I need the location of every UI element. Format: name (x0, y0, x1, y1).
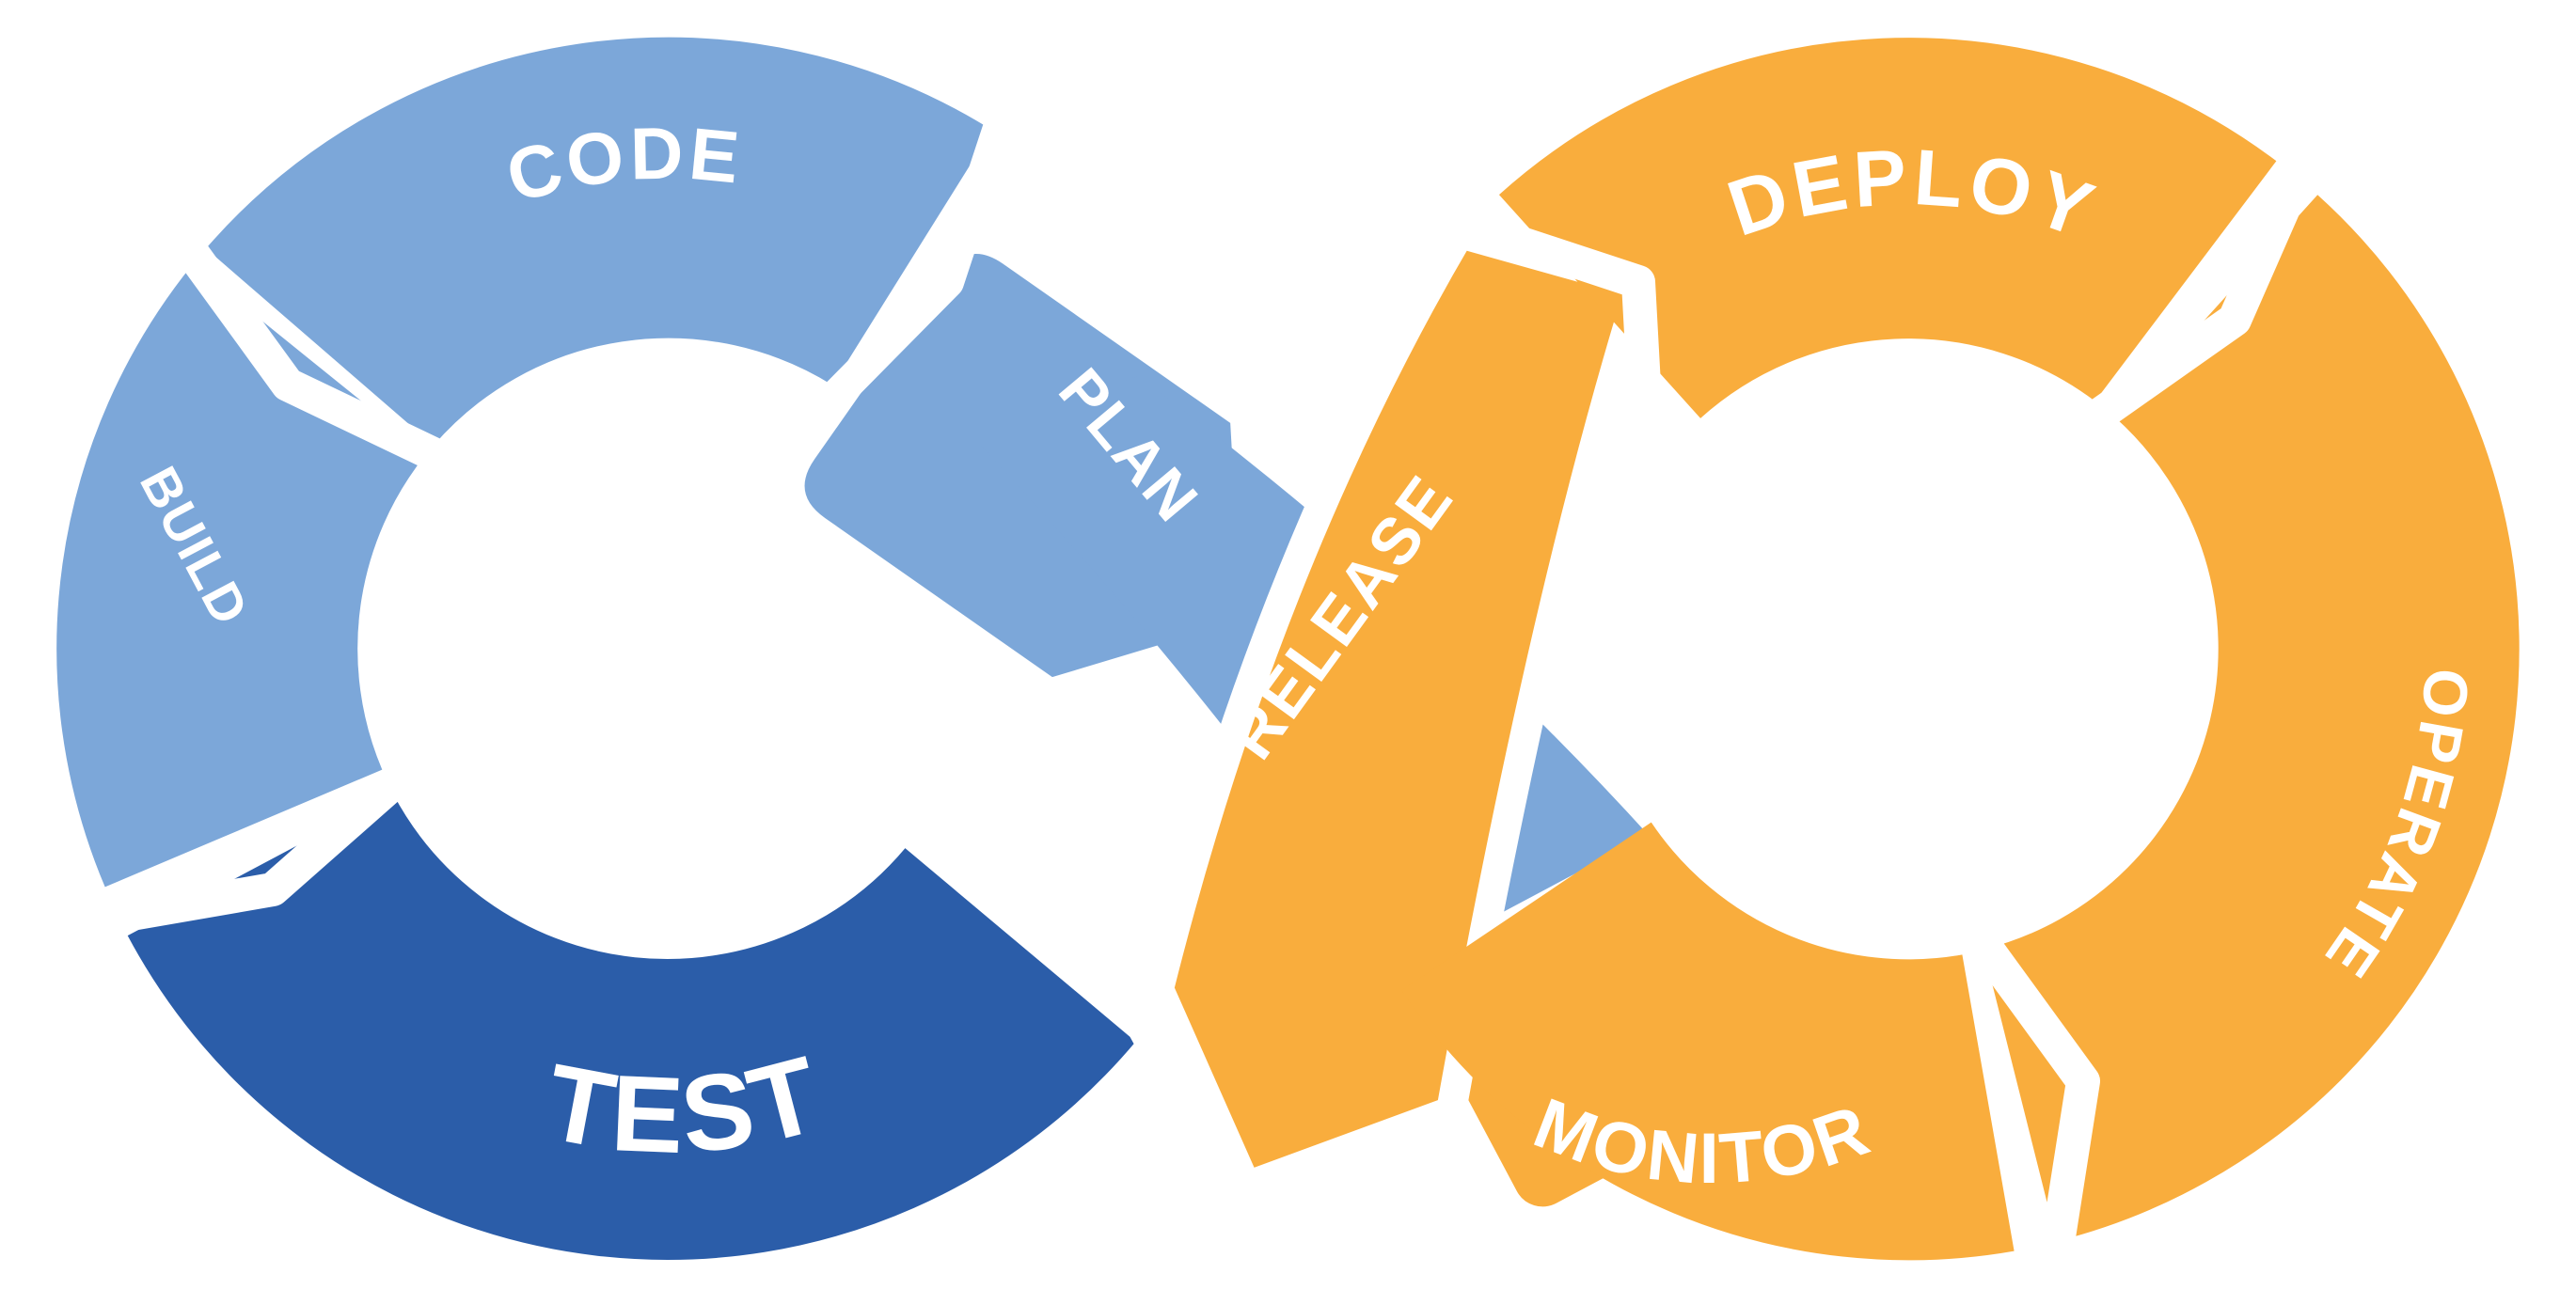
gap-deploy-operate (2078, 142, 2322, 435)
code-arc-segment (206, 37, 992, 448)
gap-test-release (886, 782, 1211, 1136)
gap-operate-monitor (1961, 920, 2100, 1278)
gap-code-build (168, 227, 458, 475)
operate-arc-segment (1982, 195, 2520, 1242)
gap-build-test (82, 760, 418, 936)
deploy-arc-segment (1499, 38, 2277, 420)
test-arc-segment (127, 792, 1136, 1260)
gap-code-plan (793, 106, 1017, 439)
stage-label-test: TEST (537, 1033, 835, 1176)
monitor-arc-segment (1401, 820, 2015, 1261)
gap-release-deploy (1439, 205, 1668, 540)
build-arc-segment (56, 264, 429, 888)
